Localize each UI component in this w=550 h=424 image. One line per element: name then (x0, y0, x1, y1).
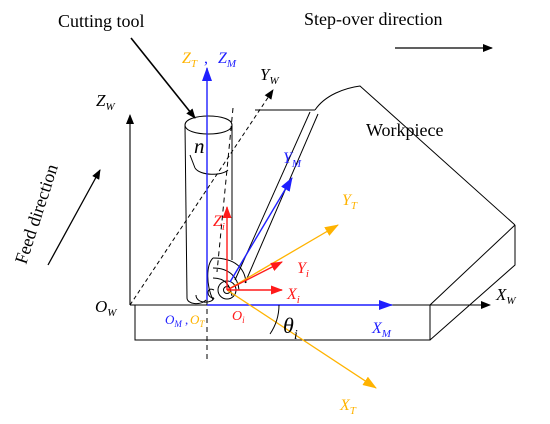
cutting-tool-label: Cutting tool (58, 11, 145, 31)
y-m-label: YM (283, 150, 302, 170)
feed-direction-label: Feed direction (11, 162, 62, 267)
x-t-label: XT (339, 397, 357, 417)
y-t-label: YT (342, 192, 358, 212)
workpiece-block (134, 85, 516, 341)
x-m-label: XM (371, 320, 392, 340)
y-w-label: YW (260, 65, 279, 87)
cutting-tool-pointer (130, 37, 196, 119)
o-m-label: OM (165, 312, 182, 329)
theta-arc (269, 304, 280, 335)
step-over-label: Step-over direction (304, 9, 442, 29)
x-t-axis (226, 289, 377, 389)
y-m-axis (229, 177, 293, 283)
x-w-label: XW (495, 285, 516, 307)
y-w-axis (129, 89, 274, 306)
y-i-axis (226, 261, 283, 291)
spindle-speed-label: n (194, 134, 205, 158)
o-t-label: OT (190, 312, 205, 329)
feed-direction-arrow (47, 169, 101, 266)
o-w-label: OW (95, 297, 117, 319)
z-t-label: ZT (182, 50, 198, 70)
z-m-label: ZM (218, 50, 237, 70)
x-i-label: Xi (286, 286, 300, 306)
y-t-axis (226, 224, 339, 291)
o-mt-separator: , (185, 312, 188, 327)
z-w-label: ZW (96, 91, 115, 113)
z-i-label: Zi (213, 213, 225, 233)
y-i-label: Yi (297, 260, 309, 280)
o-i-label: Oi (232, 309, 245, 325)
theta-label: θi (283, 313, 298, 343)
z-tm-separator: , (204, 50, 208, 67)
workpiece-label: Workpiece (366, 120, 444, 140)
